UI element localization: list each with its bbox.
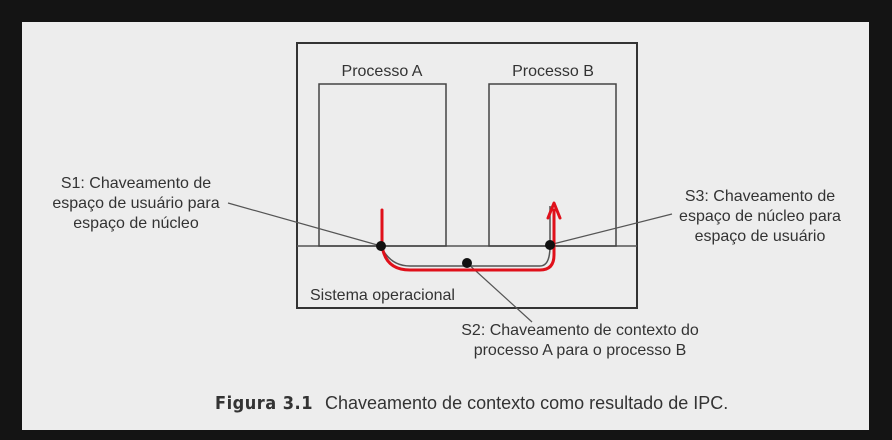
red-arrowhead bbox=[546, 201, 562, 220]
s1-point bbox=[376, 241, 386, 251]
s1-line-1: S1: Chaveamento de bbox=[60, 175, 212, 192]
s2-line-1: S2: Chaveamento de contexto do bbox=[461, 322, 699, 339]
outer-frame bbox=[296, 42, 638, 309]
process-a-label: Processo A bbox=[341, 63, 423, 80]
context-switch-path bbox=[380, 206, 551, 267]
s2-point bbox=[462, 258, 472, 268]
red-annotation-stroke bbox=[380, 208, 556, 272]
figure-caption: Figura 3.1 Chaveamento de contexto como r… bbox=[215, 393, 728, 414]
os-label: Sistema operacional bbox=[310, 287, 455, 304]
s3-leader-line bbox=[548, 213, 673, 246]
figure-number: Figura 3.1 bbox=[215, 393, 313, 414]
s1-label: S1: Chaveamento de espaço de usuário par… bbox=[36, 174, 236, 234]
s1-line-3: espaço de núcleo bbox=[73, 215, 199, 232]
s1-leader-line bbox=[227, 202, 382, 247]
s2-label: S2: Chaveamento de contexto do processo … bbox=[430, 321, 730, 361]
s3-point bbox=[545, 240, 555, 250]
s3-line-2: espaço de núcleo para bbox=[679, 208, 841, 225]
s1-line-2: espaço de usuário para bbox=[52, 195, 220, 212]
caption-text: Chaveamento de contexto como resultado d… bbox=[324, 393, 729, 413]
s2-line-2: processo A para o processo B bbox=[473, 342, 687, 359]
s3-line-1: S3: Chaveamento de bbox=[684, 188, 836, 205]
s3-line-3: espaço de usuário bbox=[694, 228, 826, 245]
s3-label: S3: Chaveamento de espaço de núcleo para… bbox=[660, 187, 860, 247]
s2-leader-line bbox=[465, 261, 533, 323]
process-b-label: Processo B bbox=[512, 63, 594, 80]
